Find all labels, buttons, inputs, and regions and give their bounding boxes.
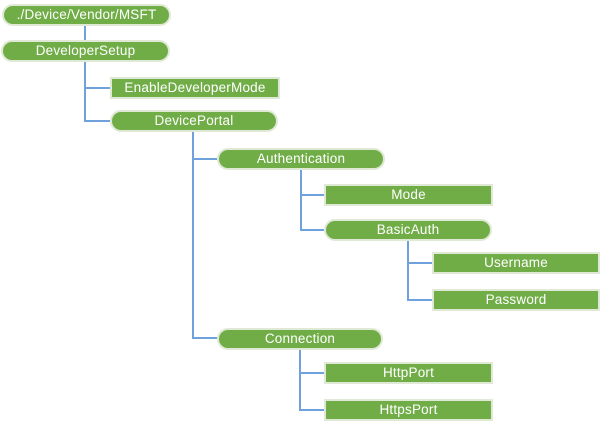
node-httpport: HttpPort bbox=[324, 362, 493, 384]
node-authentication: Authentication bbox=[217, 148, 385, 170]
connector-to-connection bbox=[192, 337, 217, 339]
connector-deviceportal-trunk bbox=[192, 132, 194, 339]
connector-connection-trunk bbox=[299, 350, 301, 411]
connector-basicauth-trunk bbox=[407, 241, 409, 301]
node-deviceportal: DevicePortal bbox=[110, 110, 278, 132]
connector-to-authentication bbox=[192, 158, 217, 160]
node-basicauth: BasicAuth bbox=[324, 219, 492, 241]
connector-to-password bbox=[407, 299, 432, 301]
node-msft-root: ./Device/Vendor/MSFT bbox=[2, 4, 171, 26]
connector-to-enabledevelopermode bbox=[84, 87, 110, 89]
connector-authentication-trunk bbox=[300, 170, 302, 231]
node-mode: Mode bbox=[324, 184, 493, 206]
connector-to-mode bbox=[300, 194, 324, 196]
node-developersetup: DeveloperSetup bbox=[1, 40, 170, 62]
connector-msft-developersetup bbox=[84, 26, 86, 40]
connector-developersetup-trunk bbox=[84, 62, 86, 122]
connector-to-basicauth bbox=[300, 229, 324, 231]
connector-to-httpsport bbox=[299, 409, 324, 411]
node-password: Password bbox=[432, 289, 600, 311]
node-enabledevelopermode: EnableDeveloperMode bbox=[110, 77, 280, 99]
node-username: Username bbox=[432, 252, 600, 274]
node-connection: Connection bbox=[217, 328, 383, 350]
node-httpsport: HttpsPort bbox=[324, 399, 493, 421]
connector-to-deviceportal bbox=[84, 120, 110, 122]
connector-to-httpport bbox=[299, 372, 324, 374]
connector-to-username bbox=[407, 262, 432, 264]
